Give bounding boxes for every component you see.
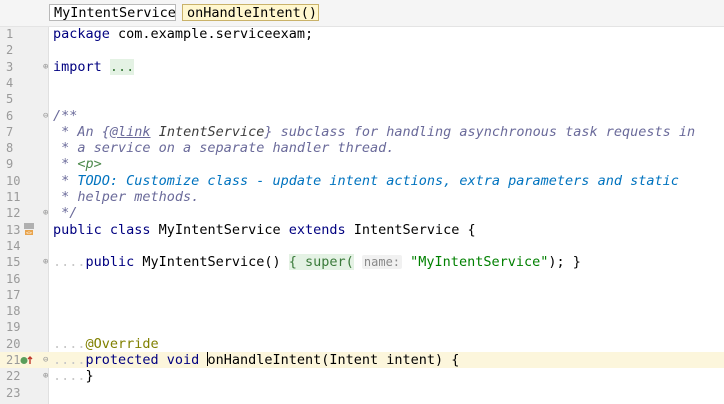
code-line: 7 * An {@link IntentService} subclass fo… [0,124,724,140]
code-line: 19 [0,319,724,335]
android-component-icon[interactable]: <> [23,222,35,239]
line-number: 21 [6,353,21,367]
line-number: 11 [6,190,21,204]
line-number: 12 [6,206,21,221]
line-number: 6 [6,108,14,123]
line-number-gutter[interactable] [0,27,49,404]
text-cursor [207,352,209,366]
line-number: 14 [6,238,21,253]
code-line: 1 package com.example.serviceexam; [0,26,724,42]
line-number: 19 [6,320,21,335]
line-number: 15 [6,255,21,270]
breadcrumb: MyIntentService onHandleIntent() [0,0,724,27]
code-text[interactable]: * helper methods. [53,189,200,205]
code-line: 11 * helper methods. [0,189,724,205]
code-text[interactable]: package com.example.serviceexam; [53,26,314,42]
code-text[interactable]: * a service on a separate handler thread… [53,140,395,157]
svg-text:<>: <> [26,230,32,236]
code-text[interactable]: * <p> [53,156,102,173]
code-line: 4 [0,75,724,91]
code-text[interactable]: ....@Override [53,335,159,352]
code-line: 16 [0,271,724,287]
line-number: 17 [6,287,21,302]
line-number: 10 [6,173,21,188]
fold-icon[interactable]: ⊕ [43,208,49,219]
code-text[interactable]: * TODO: Customize class - update intent … [53,172,679,189]
code-line: 8 * a service on a separate handler thre… [0,140,724,156]
line-number: 13 [6,222,21,237]
code-line: 20 ....@Override [0,336,724,352]
line-number: 9 [6,157,14,172]
fold-icon[interactable]: ⊕ [43,61,49,72]
folded-imports[interactable]: ... [109,58,135,75]
fold-icon[interactable]: ⊕ [43,371,49,382]
code-line: 3 ⊕ import ... [0,58,724,75]
code-line: 18 [0,303,724,319]
breadcrumb-method[interactable]: onHandleIntent() [182,4,319,21]
override-method-icon[interactable] [20,355,34,369]
fold-icon[interactable]: ⊖ [43,355,49,365]
code-line: 14 [0,238,724,254]
line-number: 2 [6,43,14,58]
code-line: 6 ⊖ /** [0,108,724,124]
code-text[interactable]: ....} [53,368,94,385]
code-line: 9 * <p> [0,156,724,172]
code-text[interactable]: public class MyIntentService extends Int… [53,221,476,238]
code-text[interactable]: */ [53,205,78,222]
code-text[interactable]: * An {@link IntentService} subclass for … [53,123,696,140]
code-line: 12 ⊕ */ [0,205,724,221]
line-number: 3 [6,59,14,74]
line-number: 8 [6,141,14,156]
line-number: 4 [6,75,14,90]
fold-icon[interactable]: ⊖ [43,110,49,121]
line-number: 22 [6,369,21,384]
code-text[interactable]: import ... [53,58,135,75]
breadcrumb-class[interactable]: MyIntentService [49,4,176,21]
parameter-hint: name: [361,255,403,270]
code-line: 10 * TODO: Customize class - update inte… [0,173,724,189]
code-text[interactable]: ....public MyIntentService() { super( na… [53,254,581,271]
code-line: 5 [0,91,724,107]
line-number: 20 [6,336,21,351]
code-line: 23 [0,385,724,401]
line-number: 5 [6,92,14,107]
fold-icon[interactable]: ⊕ [43,257,49,268]
line-number: 1 [6,27,14,41]
code-line: 2 [0,42,724,58]
line-number: 7 [6,124,14,139]
code-text[interactable]: ....protected void onHandleIntent(Intent… [53,352,460,368]
code-text[interactable]: /** [53,107,78,124]
line-number: 18 [6,304,21,319]
line-number: 16 [6,271,21,286]
line-number: 23 [6,385,21,400]
code-line: 15 ⊕ ....public MyIntentService() { supe… [0,254,724,271]
current-line: 21 ⊖ ....protected void onHandleIntent(I… [0,352,724,369]
code-line: 22 ⊕ ....} [0,368,724,384]
code-line: 13 <> public class MyIntentService exten… [0,222,724,238]
code-line: 17 [0,287,724,303]
